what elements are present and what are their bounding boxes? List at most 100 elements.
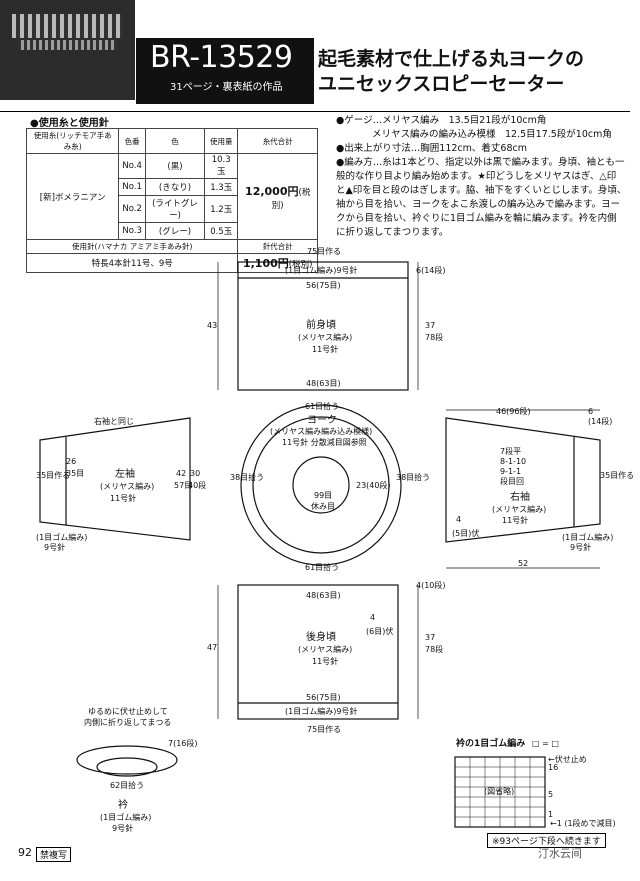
right-sleeve-sub: (メリヤス編み) [492, 504, 546, 514]
front-sub: (メリヤス編み) [298, 332, 352, 342]
pattern-title-1: 起毛素材で仕上げる丸ヨークの [318, 48, 585, 70]
collar-needle: 9号針 [112, 823, 133, 833]
method-line: に折り返してまつります。 [336, 227, 449, 238]
back-needle: 11号針 [312, 656, 338, 666]
rib-chart-symbol: □ = □ [532, 739, 559, 748]
row-no: No.4 [118, 153, 146, 179]
yoke-pick-top: 61目拾う [305, 401, 339, 411]
rib-chart-1: 1 [548, 810, 553, 819]
col-color: 色 [144, 128, 206, 154]
back-dec: 4 [370, 613, 375, 622]
rib-chart-legend-2: (図省略) [484, 786, 514, 796]
yoke-depth: 23(40段) [356, 480, 391, 490]
row-amount: 0.5玉 [204, 222, 239, 240]
row-color: (グレー) [144, 222, 206, 240]
method-line: 般的な作り目より編み始めます。★印どうしをメリヤスはぎ、△印 [336, 171, 617, 182]
rib-chart-title: 衿の1目ゴム編み [456, 737, 525, 749]
back-rib: (1目ゴム編み)9号針 [285, 706, 357, 716]
method-line: ●編み方…糸は1本どり、指定以外は黒で編みます。身頃、袖とも一 [336, 157, 625, 168]
front-rows: 78段 [425, 332, 443, 342]
knitting-diagram: 75目作る (1目ゴム編み)9号針 56(75目) 前身頃 (メリヤス編み) 1… [36, 246, 634, 833]
right-dec: 4 [456, 515, 461, 524]
needle-price-cell: 1,100円(税別) [237, 253, 318, 273]
left-sleeve-rib-needle: 9号針 [44, 542, 65, 552]
left-40: 40段 [188, 480, 206, 490]
yoke-sub: (メリヤス編み編み込み模様) [270, 426, 372, 436]
left-sleeve-needle: 11号針 [110, 493, 136, 503]
yoke-inner-rest: 休み目 [311, 501, 335, 511]
col-no: 色番 [118, 128, 146, 154]
right-inc-3: 9-1-1 [500, 467, 521, 476]
collar-outline [76, 745, 178, 775]
row-color: (きなり) [144, 178, 206, 196]
yoke-pick-bottom: 61目拾う [305, 562, 339, 572]
method-line: 袖から目を拾い、ヨークをよこ糸渡しの編み込みで編みます。ヨー [336, 199, 621, 210]
rib-chart-16: 16 [548, 763, 558, 772]
back-height: 47 [207, 643, 217, 652]
yoke-outer [240, 404, 402, 566]
right-sleeve-14: (14段) [588, 416, 612, 426]
collar-pick: 62目拾う [110, 780, 144, 790]
size-line: ●出来上がり寸法…胸囲112cm、着丈68cm [336, 143, 527, 154]
collar-sub: (1目ゴム編み) [100, 812, 151, 822]
left-sleeve-outline [39, 417, 191, 541]
pattern-code: BR-13529 [150, 40, 293, 75]
left-cast-on: 35目作る [36, 470, 70, 480]
yoke-inner-count: 99目 [314, 491, 332, 500]
row-amount: 1.2玉 [204, 195, 239, 223]
specs-block: ●ゲージ…メリヤス編み 13.5目21段が10cm角 メリヤス編みの編み込み模様… [336, 114, 636, 240]
row-amount: 1.3玉 [204, 178, 239, 196]
method-line: クから目を拾い、衿ぐりに1目ゴム編みを輪に編みます。衿を内側 [336, 213, 617, 224]
right-sleeve-rib-needle: 9号針 [570, 542, 591, 552]
sweater-photo [0, 0, 135, 100]
continued-note: ※93ページ下段へ続きます [487, 833, 606, 848]
right-sleeve-outline [445, 417, 601, 543]
gauge-line-2: メリヤス編みの編み込み模様 12.5目17.5段が10cm角 [372, 129, 612, 140]
left-sleeve-rib: (1目ゴム編み) [36, 532, 87, 542]
collar-title: 衿 [118, 798, 128, 811]
collar-note-1: ゆるめに伏せ止めして [88, 706, 168, 716]
back-width-56: 56(75目) [306, 693, 341, 702]
front-height-37: 37 [425, 321, 435, 330]
materials-heading: ●使用糸と使用針 [30, 118, 109, 129]
row-amount: 10.3玉 [204, 153, 239, 179]
back-4-rows: 4(10段) [416, 580, 446, 590]
yoke-inner [292, 456, 350, 514]
front-body-outline [237, 261, 409, 391]
copy-tag: 禁複写 [36, 847, 72, 862]
rib-chart-5: 5 [548, 790, 553, 799]
left-57: 57目 [174, 481, 192, 490]
front-needle: 11号針 [312, 344, 338, 354]
yarn-name: [新]ボメラニアン [25, 153, 120, 240]
row-no: No.2 [118, 195, 146, 223]
col-amount: 使用量 [204, 128, 239, 154]
right-sleeve-52: 52 [518, 559, 528, 568]
code-banner [136, 38, 314, 104]
front-title: 前身頃 [306, 318, 336, 331]
col-yarn: 使用糸(リッチモア手あみ糸) [25, 128, 120, 154]
right-inc-1: 7段平 [500, 446, 521, 456]
left-35: 35目 [66, 469, 84, 478]
left-sleeve-note: 右袖と同じ [94, 416, 134, 426]
back-dec-2: (6目)伏 [366, 626, 393, 636]
right-sleeve-title: 右袖 [510, 490, 530, 503]
yoke-side-right: 38目拾う [396, 472, 430, 482]
front-cast-on: 75目作る [307, 246, 341, 256]
left-sleeve-title: 左袖 [115, 467, 135, 480]
right-sleeve-length: 46(96段) [496, 406, 531, 416]
materials-table: 使用糸(リッチモア手あみ糸) 色番 色 使用量 糸代合計 [新]ボメラニアン N… [25, 128, 318, 273]
left-sleeve-sub: (メリヤス編み) [100, 481, 154, 491]
right-inc-4: 段目回 [500, 476, 524, 486]
header-rule [0, 111, 630, 112]
rib-chart-legend-3: ←1 (1段めで減目) [550, 818, 616, 828]
front-width-top: 56(75目) [306, 281, 341, 290]
needle-value: 特長4本針11号、9号 [25, 253, 239, 273]
front-rib: (1目ゴム編み)9号針 [285, 265, 357, 275]
yoke-side-left: 38目拾う [230, 472, 264, 482]
back-width-top: 48(63目) [306, 591, 341, 600]
yoke-title: ヨーク [307, 414, 337, 426]
left-42: 42 [176, 469, 186, 478]
price-cell: 12,000円(税別) [237, 153, 318, 240]
right-cast-on: 35目作る [600, 470, 634, 480]
back-cast-on: 75目作る [307, 724, 341, 734]
